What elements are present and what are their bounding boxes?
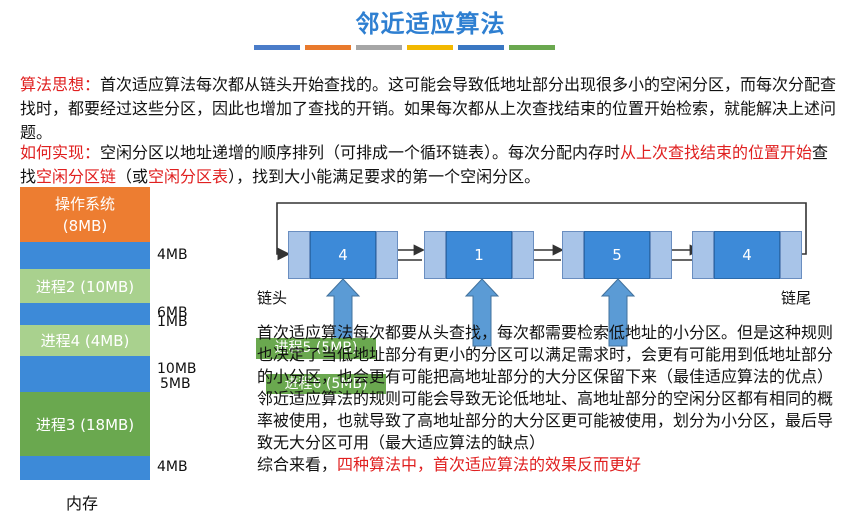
memory-block-os: 操作系统 (8MB) <box>20 187 150 242</box>
memory-block-process4: 进程4 (4MB) <box>20 325 150 356</box>
how-text-4: ），找到大小能满足要求的第一个空闲分区。 <box>228 167 541 186</box>
how-text-1: 空闲分区以地址递增的顺序排列（可排成一个循环链表）。每次分配内存时 <box>100 143 621 162</box>
idea-label: 算法思想： <box>20 75 101 94</box>
how-text-3: （或 <box>116 167 149 186</box>
memory-block-free-3 <box>20 356 150 392</box>
how-red-2: 空闲分区链 <box>36 167 117 186</box>
conclusion-highlight: 四种算法中，首次适应算法的效果反而更好 <box>337 455 642 474</box>
process4-label: 进程4 (4MB) <box>40 332 130 350</box>
stripe-5 <box>458 45 504 50</box>
stripe-6 <box>509 45 555 50</box>
size-label-5mb: 5MB <box>160 376 191 392</box>
stripe-4 <box>407 45 453 50</box>
stripe-2 <box>305 45 351 50</box>
list-node-3: 5 <box>562 231 672 279</box>
page-title: 邻近适应算法 <box>355 10 506 38</box>
conclusion-prefix: 综合来看， <box>257 455 338 474</box>
size-label-4mb-b: 4MB <box>157 459 188 475</box>
how-label: 如何实现： <box>20 143 101 162</box>
how-red-3: 空闲分区表 <box>148 167 229 186</box>
memory-block-free-2 <box>20 303 150 325</box>
analysis-text: 首次适应算法每次都要从头查找，每次都需要检索低地址的小分区。但是这种规则也决定了… <box>257 322 837 476</box>
memory-block-process3: 进程3 (18MB) <box>20 392 150 456</box>
node-value: 1 <box>446 231 512 279</box>
circular-link-line <box>276 202 807 261</box>
process6-box: 进程6 (5MB) <box>266 374 386 394</box>
idea-paragraph: 算法思想：首次适应算法每次都从链头开始查找的。这可能会导致低地址部分出现很多小的… <box>20 73 840 145</box>
node-value: 4 <box>714 231 780 279</box>
node-prev-pointer <box>424 231 446 279</box>
node-next-pointer <box>376 231 398 279</box>
process5-box: 进程5 (5MB) <box>256 338 376 359</box>
node-value: 5 <box>584 231 650 279</box>
size-label-4mb-a: 4MB <box>157 247 188 263</box>
node-next-pointer <box>650 231 672 279</box>
process2-label: 进程2 (10MB) <box>35 277 135 296</box>
how-paragraph: 如何实现：空闲分区以地址递增的顺序排列（可排成一个循环链表）。每次分配内存时从上… <box>20 141 840 189</box>
stripe-3 <box>356 45 402 50</box>
list-head-label: 链头 <box>257 289 288 307</box>
node-prev-pointer <box>288 231 310 279</box>
size-label-10mb: 10MB <box>157 361 197 377</box>
memory-caption: 内存 <box>66 494 99 513</box>
stripe-1 <box>254 45 300 50</box>
os-label: 操作系统 (8MB) <box>54 194 115 235</box>
size-label-1mb: 1MB <box>157 314 188 330</box>
idea-text: 首次适应算法每次都从链头开始查找的。这可能会导致低地址部分出现很多小的空闲分区，… <box>20 75 837 142</box>
node-prev-pointer <box>692 231 714 279</box>
list-node-1: 4 <box>288 231 398 279</box>
process6-label: 进程6 (5MB) <box>284 376 368 392</box>
analysis-para-2: 邻近适应算法的规则可能会导致无论低地址、高地址部分的空闲分区都有相同的概率被使用… <box>257 389 834 452</box>
up-arrow-1 <box>325 278 361 347</box>
analysis-para-1: 首次适应算法每次都要从头查找，每次都需要检索低地址的小分区。但是这种规则也决定了… <box>257 323 834 386</box>
how-red-1: 从上次查找结束的位置开始 <box>620 143 813 162</box>
up-arrow-3 <box>600 278 636 347</box>
memory-block-free-1 <box>20 242 150 269</box>
node-value: 4 <box>310 231 376 279</box>
memory-block-free-4 <box>20 456 150 480</box>
list-node-2: 1 <box>424 231 534 279</box>
size-label-6mb: 6MB <box>157 305 188 321</box>
process3-label: 进程3 (18MB) <box>35 415 135 434</box>
node-prev-pointer <box>562 231 584 279</box>
node-next-pointer <box>780 231 802 279</box>
list-node-4: 4 <box>692 231 802 279</box>
how-text-2: 查找 <box>20 143 829 186</box>
process5-label: 进程5 (5MB) <box>274 340 358 356</box>
up-arrow-2 <box>464 278 500 347</box>
memory-block-process2: 进程2 (10MB) <box>20 269 150 303</box>
list-tail-label: 链尾 <box>781 289 812 307</box>
analysis-para-3: 综合来看，四种算法中，首次适应算法的效果反而更好 <box>257 454 837 476</box>
node-next-pointer <box>512 231 534 279</box>
